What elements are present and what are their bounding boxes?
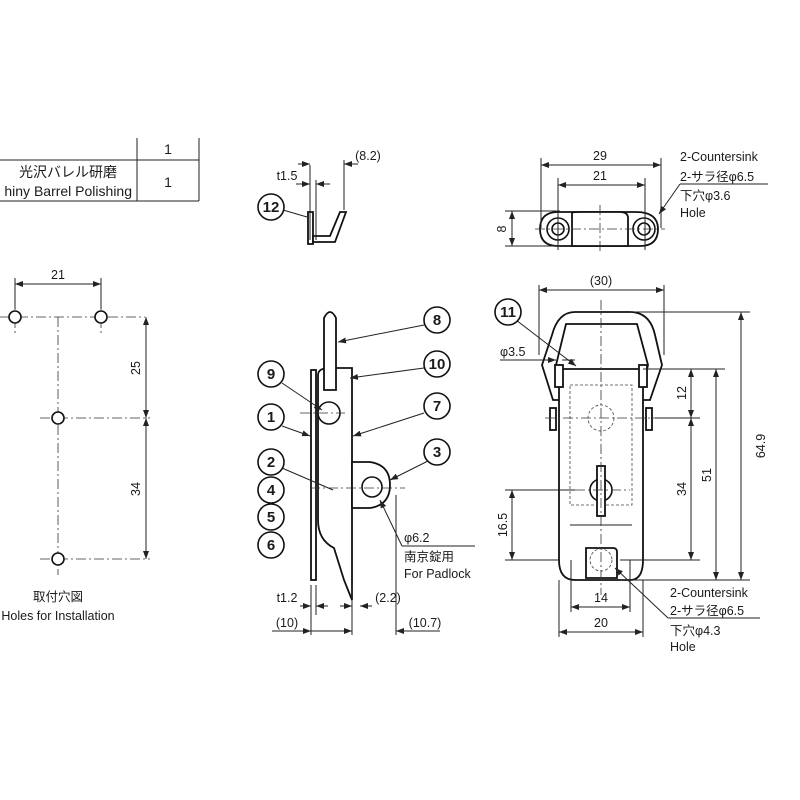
- padlock-label-en: For Padlock: [404, 567, 471, 581]
- dim-hook-depth: (8.2): [355, 149, 381, 163]
- plate-note-hole: Hole: [680, 206, 706, 220]
- svg-text:1: 1: [267, 409, 275, 426]
- dim-side-10: (10): [276, 616, 298, 630]
- dim-side-107: (10.7): [409, 616, 442, 630]
- finish-name-en: hiny Barrel Polishing: [4, 183, 132, 199]
- balloon-6: 6: [257, 531, 285, 559]
- dim-front-total: 64.9: [754, 434, 768, 458]
- part-12-hook: t1.5 (8.2) 12: [257, 149, 381, 245]
- svg-text:3: 3: [433, 444, 441, 461]
- balloon-4: 4: [257, 476, 285, 504]
- finish-name-jp: 光沢バレル研磨: [19, 164, 117, 180]
- svg-text:10: 10: [429, 356, 446, 373]
- mounting-hole: [94, 310, 108, 324]
- front-note-countersink-jp: 2-サラ径φ6.5: [670, 604, 744, 618]
- dim-side-22: (2.2): [375, 591, 401, 605]
- dim-hole-upper: 25: [129, 361, 143, 375]
- balloon-8: 8: [423, 306, 451, 334]
- balloon-9: 9: [257, 360, 285, 388]
- dim-hole-width: 21: [51, 268, 65, 282]
- front-note-countersink: 2-Countersink: [670, 586, 749, 600]
- svg-text:7: 7: [433, 398, 441, 415]
- dim-plate-overall: 29: [593, 149, 607, 163]
- dim-hole-lower: 34: [129, 482, 143, 496]
- dim-plate-height: 8: [495, 225, 509, 232]
- padlock-label-jp: 南京錠用: [404, 549, 454, 564]
- strike-plate-view: 29 21 8 2-Countersink 2-サラ径φ6.5 下穴φ3.6 H…: [495, 149, 768, 252]
- dim-side-thickness: t1.2: [277, 591, 298, 605]
- svg-text:8: 8: [433, 312, 441, 329]
- plate-note-hole-jp: 下穴φ3.6: [680, 188, 731, 203]
- dim-front-12: 12: [675, 386, 689, 400]
- svg-text:2: 2: [267, 454, 275, 471]
- plate-note-countersink-jp: 2-サラ径φ6.5: [680, 170, 754, 184]
- dim-front-width-top: (30): [590, 274, 612, 288]
- balloon-5: 5: [257, 503, 285, 531]
- mounting-hole: [51, 552, 65, 566]
- mounting-hole: [51, 411, 65, 425]
- dim-front-pin: φ3.5: [500, 345, 526, 359]
- dim-front-51: 51: [700, 468, 714, 482]
- dim-front-165: 16.5: [496, 513, 510, 537]
- installation-hole-diagram: 21 25 34 取付穴図 Holes for Installation: [0, 268, 150, 623]
- front-note-hole: Hole: [670, 640, 696, 654]
- svg-text:9: 9: [267, 366, 275, 383]
- installation-caption-en: Holes for Installation: [1, 609, 114, 623]
- svg-text:6: 6: [267, 537, 275, 554]
- finish-qty: 1: [164, 174, 172, 190]
- finish-table: 1 光沢バレル研磨 hiny Barrel Polishing 1: [0, 138, 200, 202]
- balloon-1: 1: [257, 403, 285, 431]
- dim-front-20: 20: [594, 616, 608, 630]
- dim-front-14: 14: [594, 591, 608, 605]
- balloon-3: 3: [423, 438, 451, 466]
- latch-side-view: t1.2 (2.2) (10) (10.7) φ6.2 南京錠用 For Pad…: [257, 306, 475, 635]
- balloon-10: 10: [423, 350, 451, 378]
- balloon-2: 2: [257, 448, 285, 476]
- installation-caption-jp: 取付穴図: [33, 589, 83, 604]
- balloon-12: 12: [263, 199, 280, 216]
- latch-front-view: (30) 64.9 51 12 34 16.5 14 20 φ3.5 11 2-…: [494, 274, 768, 654]
- dim-plate-pitch: 21: [593, 169, 607, 183]
- table-qty-header: 1: [164, 141, 172, 157]
- front-note-hole-jp: 下穴φ4.3: [670, 623, 721, 638]
- dim-front-34: 34: [675, 482, 689, 496]
- plate-note-countersink: 2-Countersink: [680, 150, 759, 164]
- svg-text:11: 11: [500, 304, 516, 321]
- svg-text:4: 4: [267, 482, 276, 499]
- balloon-11: 11: [494, 298, 522, 326]
- svg-text:5: 5: [267, 509, 275, 526]
- padlock-diameter: φ6.2: [404, 531, 430, 545]
- dim-hook-thickness: t1.5: [277, 169, 298, 183]
- balloon-7: 7: [423, 392, 451, 420]
- mounting-hole: [8, 310, 22, 324]
